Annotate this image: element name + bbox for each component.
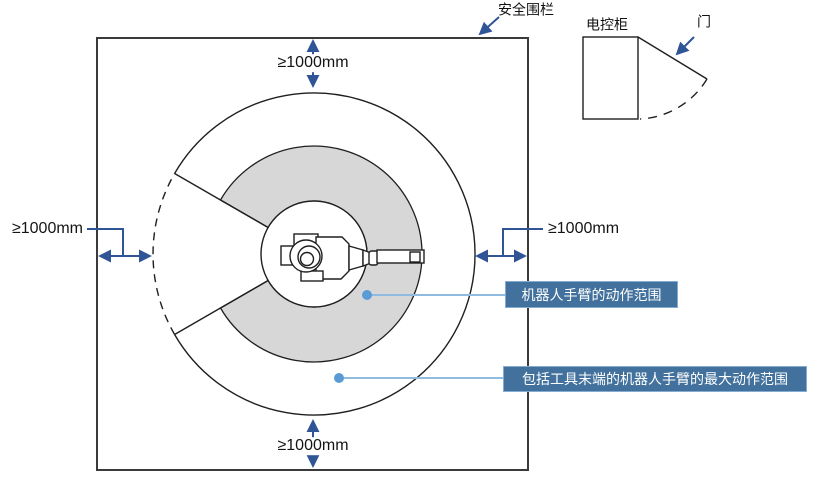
callout-max-motion-range: 包括工具末端的机器人手臂的最大动作范围	[503, 366, 807, 392]
callout-leaders	[334, 290, 505, 383]
control-cabinet-label: 电控柜	[586, 16, 628, 33]
door-pointer-arrow	[675, 36, 695, 56]
robot-end-effector-tab	[409, 251, 421, 263]
leader-dot-max-range	[334, 373, 344, 383]
dim-elbow-right	[502, 228, 543, 256]
leader-dot-arm-range	[362, 290, 372, 300]
wedge-line-upper	[174, 172, 269, 229]
robot-axis-circle	[299, 251, 315, 267]
max-range-solid-arc	[173, 92, 476, 416]
control-cabinet-outline	[582, 36, 639, 120]
max-range-dashed-arc	[152, 173, 176, 335]
door-label: 门	[697, 13, 711, 30]
dim-elbow-left	[87, 228, 124, 256]
cabinet-door-swing-arc	[639, 78, 708, 120]
callout-arm-motion-range: 机器人手臂的动作范围	[505, 281, 678, 308]
robot-joint-circle	[297, 245, 321, 269]
dimension-label-bottom: ≥1000mm	[274, 437, 352, 455]
robot-shoulder-circle	[289, 239, 323, 273]
fence-pointer-arrow	[478, 16, 500, 36]
safety-fence-label: 安全围栏	[498, 1, 554, 18]
callout-max-motion-range-text: 包括工具末端的机器人手臂的最大动作范围	[522, 371, 788, 387]
cabinet-door-open-line	[637, 36, 708, 80]
control-cabinet-group	[582, 36, 708, 120]
robot-wrist-taper	[348, 245, 364, 271]
dimension-label-right: ≥1000mm	[545, 220, 623, 238]
dimension-label-top: ≥1000mm	[274, 54, 352, 72]
robot-top-view	[280, 233, 425, 282]
safety-fence-outline	[96, 37, 529, 471]
dimension-label-left: ≥1000mm	[8, 220, 86, 238]
wedge-line-lower	[174, 279, 269, 336]
callout-arm-motion-range-text: 机器人手臂的动作范围	[521, 286, 662, 303]
